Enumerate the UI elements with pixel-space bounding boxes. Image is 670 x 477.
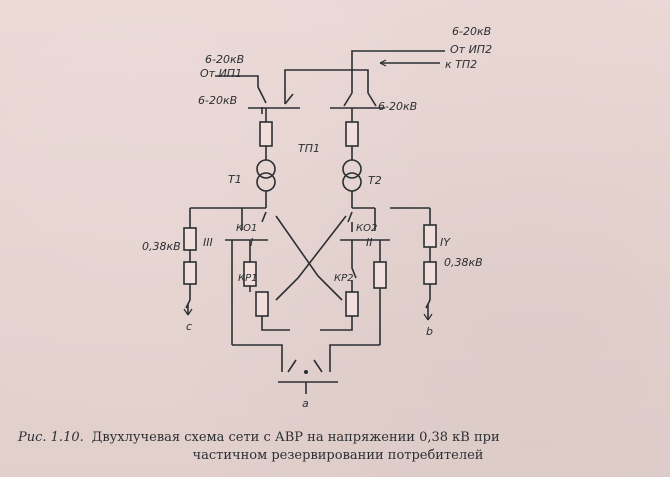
label-bus-iii: III [203,236,213,249]
label-6-20kv-top-left: 6-20кВ [205,53,244,66]
fuse-right-iv-b [423,261,437,285]
label-bus-ii: II [366,236,373,249]
label-to-tp2: к ТП2 [445,58,477,71]
tie-switch-left [284,93,294,105]
label-ko1: КО1 [236,223,257,234]
load-a-point [304,370,308,374]
caption-figure-number: Рис. 1.10. [18,430,84,445]
caption-line-1: Рис. 1.10. Двухлучевая схема сети с АВР н… [18,430,658,446]
label-bus-iv: IY [440,236,451,249]
label-from-ip2: От ИП2 [450,43,492,56]
fuse-hv-left [259,121,273,147]
drop-kr1-bottom [261,316,290,331]
drop-kr2-bottom [320,316,353,331]
switch-right-iv [425,299,431,320]
transformer-t2-secondary [342,172,362,192]
label-038kv-right: 0,38кВ [444,256,483,269]
feeder-ip1-line [215,75,259,87]
cross-line-b [275,215,347,301]
tie-line-left [284,69,369,104]
label-kr1: КР1 [238,273,258,284]
label-kr2: КР2 [334,273,354,284]
label-6-20kv-top-right: 6-20кВ [452,25,491,38]
power-network-diagram: 6-20кВ От ИП2 к ТП2 6-20кВ От ИП1 6-20кВ… [142,25,492,410]
lv-bus-left-tie [241,207,266,230]
label-tp1: ТП1 [298,142,320,155]
caption-title: Двухлучевая схема сети с АВР на напряжен… [91,430,500,445]
feeder-ip1-switch [257,86,267,104]
figure-caption: Рис. 1.10. Двухлучевая схема сети с АВР н… [18,430,658,464]
label-t1: Т1 [228,173,242,186]
bottom-loop [232,344,380,372]
label-6-20kv-left-bus: 6-20кВ [198,94,237,107]
label-bus-i: I [250,236,253,249]
feeder-ip2-switch [343,92,353,107]
fuse-left-iii-b [183,261,197,285]
label-038kv-left: 0,38кВ [142,240,181,253]
fuse-left-iii-a [183,227,197,251]
cross-line-a [275,215,343,301]
transformer-t1-secondary [256,172,276,192]
arrow-to-tp2 [379,59,387,67]
label-load-c: с [186,320,192,333]
fuse-bus-ii-right [373,261,387,289]
transformer-t2-primary [342,159,362,179]
transformer-t1-primary [256,159,276,179]
switch-left-iii [185,299,191,315]
label-6-20kv-right-bus: 6-20кВ [378,100,417,113]
fuse-right-iv-a [423,224,437,248]
label-load-b: b [426,325,433,338]
feeder-ip2-line [351,50,445,93]
load-b-arrow [423,313,433,321]
fuse-kr1-lower [255,291,269,317]
fuse-kr2 [345,291,359,317]
switch-ko2 [347,211,353,223]
tie-switch-right [367,92,377,107]
label-t2: Т2 [368,174,382,187]
caption-line-2: частичном резервировании потребителей [192,448,484,463]
fuse-hv-right [345,121,359,147]
switch-a-left [287,359,297,373]
switch-ko1 [261,211,267,223]
load-c-arrow [183,308,193,316]
switch-a-right [313,359,323,373]
label-from-ip1: От ИП1 [200,67,242,80]
label-ko2: КО2 [356,223,377,234]
label-load-a: а [302,397,309,410]
drop-bus-ii-kr2 [351,240,357,292]
